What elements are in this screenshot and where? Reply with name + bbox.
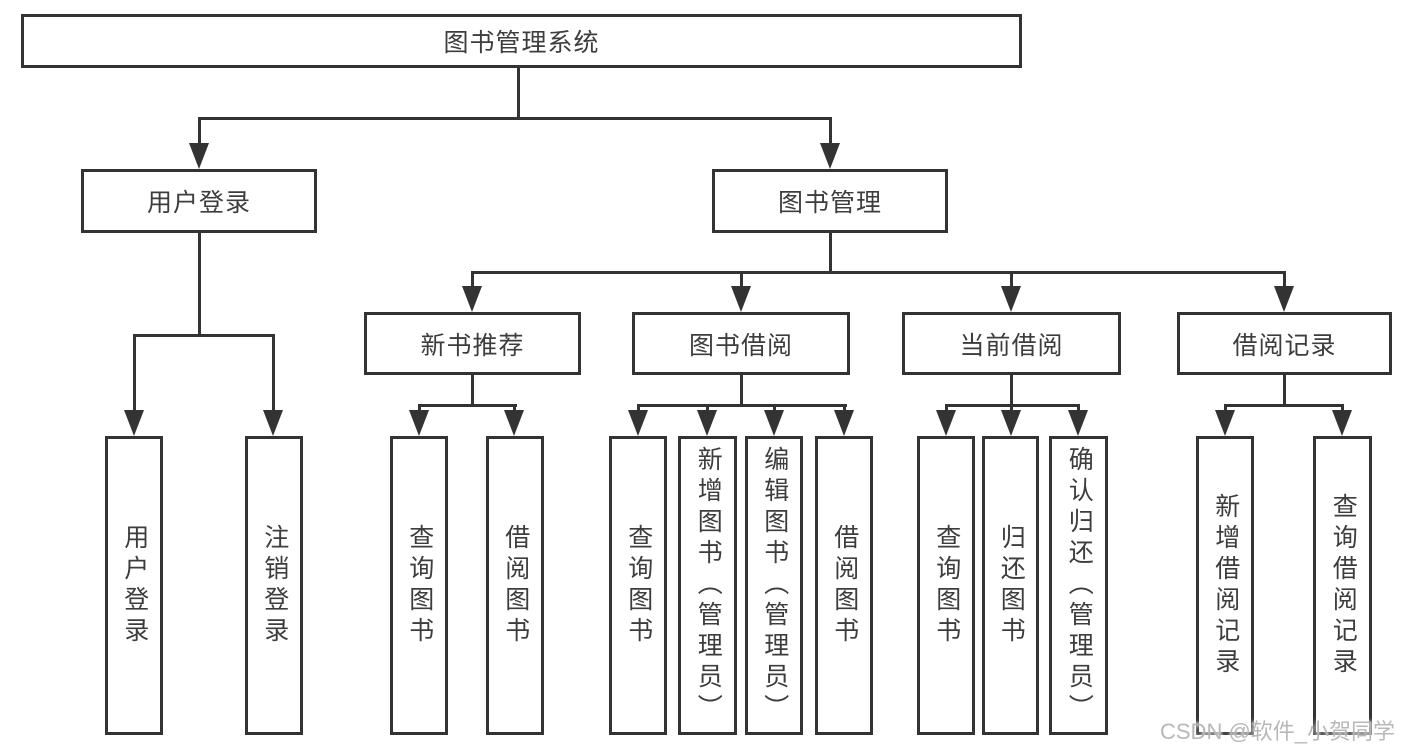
node-label: 新增图书（管理员） xyxy=(694,446,723,725)
leaf-query-books-recommend: 查询图书 xyxy=(390,436,448,735)
leaf-add-books-admin: 新增图书（管理员） xyxy=(678,436,737,735)
connector-line xyxy=(637,404,847,407)
arrow-down-icon xyxy=(1274,286,1294,312)
node-user-login: 用户登录 xyxy=(81,169,317,233)
connector-line xyxy=(272,334,275,412)
leaf-return-books: 归还图书 xyxy=(982,436,1039,735)
connector-line xyxy=(1224,404,1344,407)
arrow-down-icon xyxy=(820,143,840,169)
node-label: 确认归还（管理员） xyxy=(1065,446,1094,725)
connector-line xyxy=(198,117,832,120)
leaf-query-books-borrowing: 查询图书 xyxy=(609,436,667,735)
node-label: 图书借阅 xyxy=(688,331,793,360)
arrow-down-icon xyxy=(124,410,144,436)
connector-line xyxy=(945,404,948,413)
node-label: 新增借阅记录 xyxy=(1211,492,1240,679)
node-label: 归还图书 xyxy=(997,523,1026,648)
connector-line xyxy=(829,117,832,145)
connector-line xyxy=(198,233,201,337)
leaf-user-login: 用户登录 xyxy=(105,436,163,735)
node-label: 当前借阅 xyxy=(959,331,1064,360)
connector-line xyxy=(1010,271,1013,288)
arrow-down-icon xyxy=(504,410,524,436)
leaf-logout: 注销登录 xyxy=(245,436,303,735)
node-label: 图书管理系统 xyxy=(443,29,600,57)
connector-line xyxy=(418,404,421,413)
arrow-down-icon xyxy=(409,410,429,436)
arrow-down-icon xyxy=(628,410,648,436)
leaf-confirm-return-admin: 确认归还（管理员） xyxy=(1049,436,1108,735)
connector-line xyxy=(1283,375,1286,406)
connector-line xyxy=(1077,404,1080,413)
node-root-library-system: 图书管理系统 xyxy=(21,14,1022,68)
connector-line xyxy=(471,375,474,406)
arrow-down-icon xyxy=(1332,410,1352,436)
node-label: 借阅图书 xyxy=(830,523,859,648)
node-label: 图书管理 xyxy=(777,189,882,217)
connector-line xyxy=(418,404,517,407)
node-label: 借阅记录 xyxy=(1232,331,1337,360)
node-label: 借阅图书 xyxy=(501,523,530,648)
arrow-down-icon xyxy=(462,286,482,312)
connector-line xyxy=(471,271,1286,274)
connector-line xyxy=(740,271,743,288)
arrow-down-icon xyxy=(764,410,784,436)
leaf-borrow-books-recommend: 借阅图书 xyxy=(486,436,544,735)
connector-line xyxy=(1224,404,1227,413)
arrow-down-icon xyxy=(1001,286,1021,312)
node-book-management: 图书管理 xyxy=(712,169,948,233)
node-label: 用户登录 xyxy=(146,189,251,217)
arrow-down-icon xyxy=(731,286,751,312)
node-label: 用户登录 xyxy=(120,523,149,648)
leaf-query-borrow-record: 查询借阅记录 xyxy=(1313,436,1372,735)
connector-line xyxy=(133,334,275,337)
connector-line xyxy=(773,404,776,413)
arrow-down-icon xyxy=(697,410,717,436)
node-label: 新书推荐 xyxy=(420,331,525,360)
arrow-down-icon xyxy=(263,410,283,436)
connector-line xyxy=(517,68,520,119)
connector-line xyxy=(1341,404,1344,413)
arrow-down-icon xyxy=(189,143,209,169)
connector-line xyxy=(133,334,136,412)
connector-line xyxy=(829,233,832,274)
connector-line xyxy=(637,404,640,413)
connector-line xyxy=(513,404,516,413)
leaf-query-books-current: 查询图书 xyxy=(917,436,975,735)
arrow-down-icon xyxy=(1215,410,1235,436)
connector-line xyxy=(740,375,743,406)
connector-line xyxy=(706,404,709,413)
node-book-borrowing: 图书借阅 xyxy=(632,312,850,375)
arrow-down-icon xyxy=(834,410,854,436)
connector-line xyxy=(843,404,846,413)
node-label: 查询借阅记录 xyxy=(1329,492,1358,679)
connector-line xyxy=(198,117,201,145)
leaf-add-borrow-record: 新增借阅记录 xyxy=(1196,436,1254,735)
node-new-book-recommendation: 新书推荐 xyxy=(364,312,581,375)
node-label: 查询图书 xyxy=(624,523,653,648)
connector-line xyxy=(1010,404,1013,413)
csdn-watermark: CSDN @软件_小贺同学 xyxy=(1160,719,1396,744)
node-label: 注销登录 xyxy=(260,523,289,648)
connector-line xyxy=(471,271,474,288)
connector-line xyxy=(1010,375,1013,406)
arrow-down-icon xyxy=(1001,410,1021,436)
node-label: 查询图书 xyxy=(932,523,961,648)
node-current-borrowing: 当前借阅 xyxy=(902,312,1121,375)
arrow-down-icon xyxy=(936,410,956,436)
leaf-edit-books-admin: 编辑图书（管理员） xyxy=(745,436,803,735)
node-label: 查询图书 xyxy=(405,523,434,648)
node-label: 编辑图书（管理员） xyxy=(760,446,789,725)
arrow-down-icon xyxy=(1068,410,1088,436)
node-borrowing-records: 借阅记录 xyxy=(1177,312,1392,375)
connector-line xyxy=(1283,271,1286,288)
leaf-borrow-books-borrowing: 借阅图书 xyxy=(815,436,873,735)
